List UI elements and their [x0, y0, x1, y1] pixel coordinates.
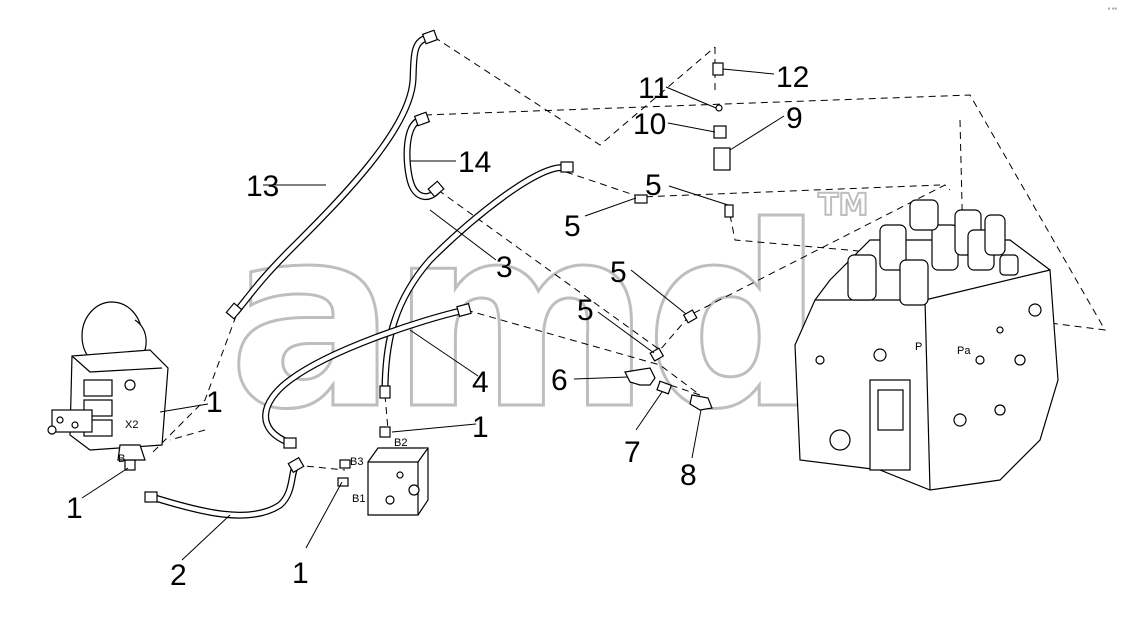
washer-11 [715, 104, 723, 112]
port-pa-label: Pa [957, 345, 971, 357]
callout-10: 10 [633, 108, 666, 141]
callout-14: 14 [458, 146, 491, 179]
hose-2 [144, 456, 305, 519]
fitting-b3 [339, 459, 351, 469]
callout-11: 11 [638, 72, 669, 105]
main-control-valve: P Pa [794, 199, 1059, 491]
port-b-label: B [118, 453, 125, 465]
callout-2: 2 [170, 559, 187, 592]
port-b3-label: B3 [350, 456, 363, 468]
callout-numbers: 1 1 1 1 2 3 4 5 5 5 5 6 7 8 9 10 11 12 1… [66, 61, 809, 592]
port-p-label: P [915, 341, 922, 353]
pilot-valve-block [47, 301, 169, 461]
hose-13 [225, 29, 439, 320]
port-b1-label: B1 [352, 493, 365, 505]
callout-7: 7 [624, 436, 641, 469]
hose-4 [262, 302, 472, 449]
fitting-5a [634, 194, 648, 204]
callout-3: 3 [496, 251, 513, 284]
callout-5c: 5 [610, 256, 627, 289]
port-b2-label: B2 [394, 437, 407, 449]
fitting-b1 [337, 477, 349, 487]
callout-4: 4 [472, 366, 489, 399]
callout-1d: 1 [472, 411, 489, 444]
leader-lines [81, 68, 785, 561]
fitting-b2 [379, 426, 391, 438]
elbow-12 [712, 62, 724, 76]
corner-mark: ° °° [1108, 8, 1117, 14]
port-labels: X2 B B1 B2 B3 [118, 419, 407, 505]
callout-8: 8 [680, 459, 697, 492]
callout-5a: 5 [564, 210, 581, 243]
manifold-block [367, 447, 429, 516]
callout-13: 13 [246, 170, 279, 203]
fitting-5d [649, 347, 665, 362]
plug-8 [689, 394, 713, 411]
callout-5d: 5 [577, 294, 594, 327]
coupling-9 [713, 147, 731, 171]
adapter-10 [713, 125, 727, 139]
callout-1a: 1 [206, 386, 223, 419]
fitting-5c [682, 309, 698, 324]
fitting-5b [724, 204, 734, 218]
callout-1b: 1 [66, 492, 83, 525]
watermark: amd TM [227, 172, 870, 466]
watermark-text: amd [228, 173, 818, 464]
fitting-7 [656, 380, 673, 395]
port-x2-label: X2 [125, 419, 138, 431]
tee-fitting-6 [624, 367, 656, 386]
callout-5b: 5 [645, 169, 662, 202]
callout-12: 12 [776, 61, 809, 94]
callout-6: 6 [551, 364, 568, 397]
hose-14 [403, 111, 445, 200]
hose-3 [379, 161, 574, 399]
callout-1c: 1 [292, 557, 309, 590]
callout-9: 9 [786, 102, 803, 135]
watermark-trademark: TM [818, 188, 868, 223]
